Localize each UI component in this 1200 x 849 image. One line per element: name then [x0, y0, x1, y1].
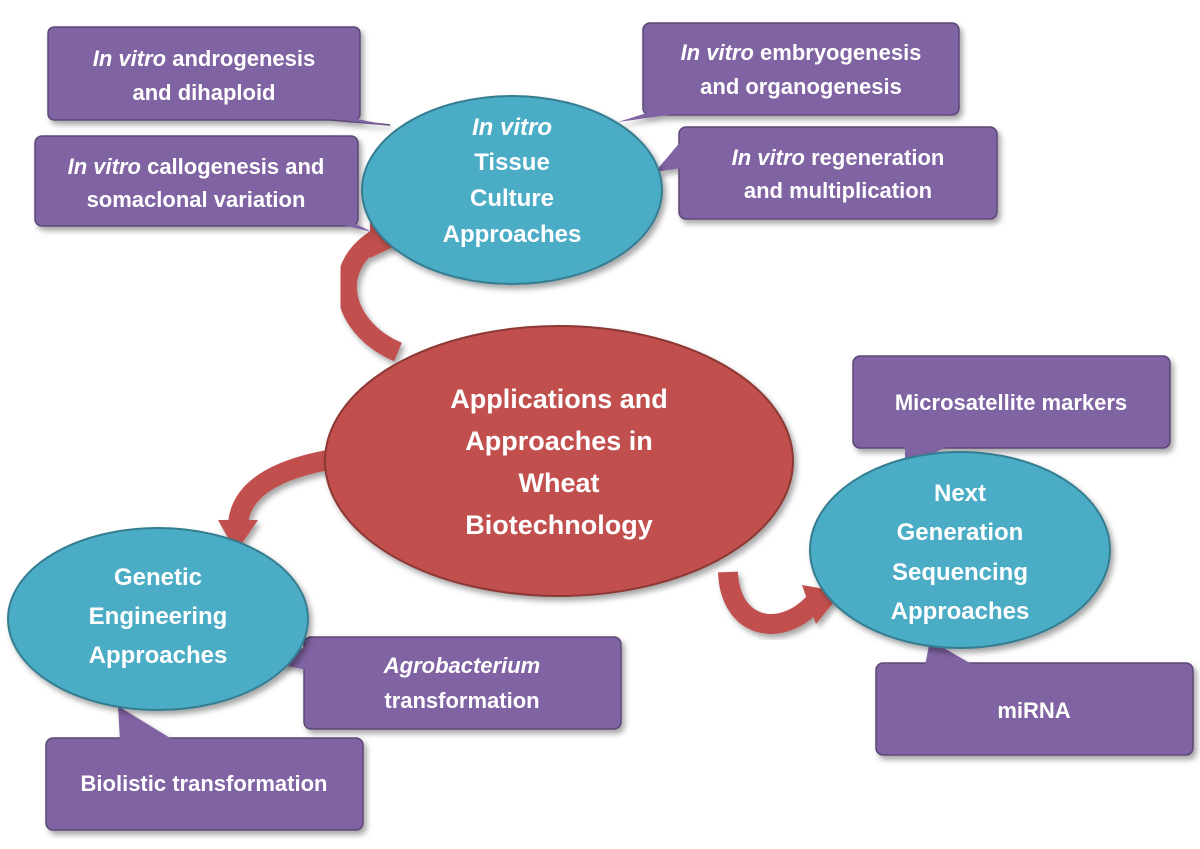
callout-callogenesis-line2: somaclonal variation [87, 187, 306, 212]
callout-regeneration-line1: In vitro regeneration [732, 145, 945, 170]
callout-biolistic-label: Biolistic transformation [81, 771, 328, 796]
genetic-engineering-line2: Engineering [89, 603, 228, 630]
arrow-to-genetic-engineering [218, 450, 330, 552]
tissue-culture-line3: Culture [470, 185, 554, 212]
callout-agrobacterium-line1: Agrobacterium [383, 653, 540, 678]
callout-agrobacterium [278, 636, 622, 730]
callout-callogenesis-line1: In vitro callogenesis and [68, 154, 325, 179]
tissue-culture-line4: Approaches [443, 221, 582, 248]
callout-microsatellite-label: Microsatellite markers [895, 390, 1127, 415]
genetic-engineering-line1: Genetic [114, 564, 202, 591]
callout-embryogenesis [618, 22, 960, 122]
ngs-line3: Sequencing [892, 559, 1028, 586]
tissue-culture-line1: In vitro [472, 114, 552, 141]
center-line1: Applications and [450, 384, 668, 414]
callout-biolistic [45, 706, 364, 831]
callout-regeneration [655, 126, 998, 220]
ellipse-ngs [809, 451, 1111, 649]
callout-regeneration-line2: and multiplication [744, 178, 932, 203]
callout-androgenesis [47, 26, 392, 126]
callout-embryogenesis-line1: In vitro embryogenesis [681, 40, 922, 65]
center-line3: Wheat [519, 468, 600, 498]
ellipse-genetic-engineering [7, 527, 309, 711]
ellipse-tissue-culture [361, 95, 663, 285]
callout-androgenesis-line2: and dihaploid [133, 80, 276, 105]
callout-mirna [875, 640, 1194, 756]
center-line2: Approaches in [465, 426, 653, 456]
ellipse-center [324, 325, 794, 597]
ngs-line1: Next [934, 480, 986, 507]
callout-agrobacterium-line2: transformation [384, 688, 539, 713]
center-line4: Biotechnology [465, 510, 653, 540]
callout-mirna-label: miRNA [997, 698, 1070, 723]
callout-androgenesis-line1: In vitro androgenesis [93, 46, 316, 71]
ngs-line2: Generation [897, 519, 1024, 546]
ngs-line4: Approaches [891, 598, 1030, 625]
genetic-engineering-line3: Approaches [89, 642, 228, 669]
callout-callogenesis [34, 135, 372, 232]
callout-embryogenesis-line2: and organogenesis [700, 74, 902, 99]
tissue-culture-line2: Tissue [474, 149, 550, 176]
